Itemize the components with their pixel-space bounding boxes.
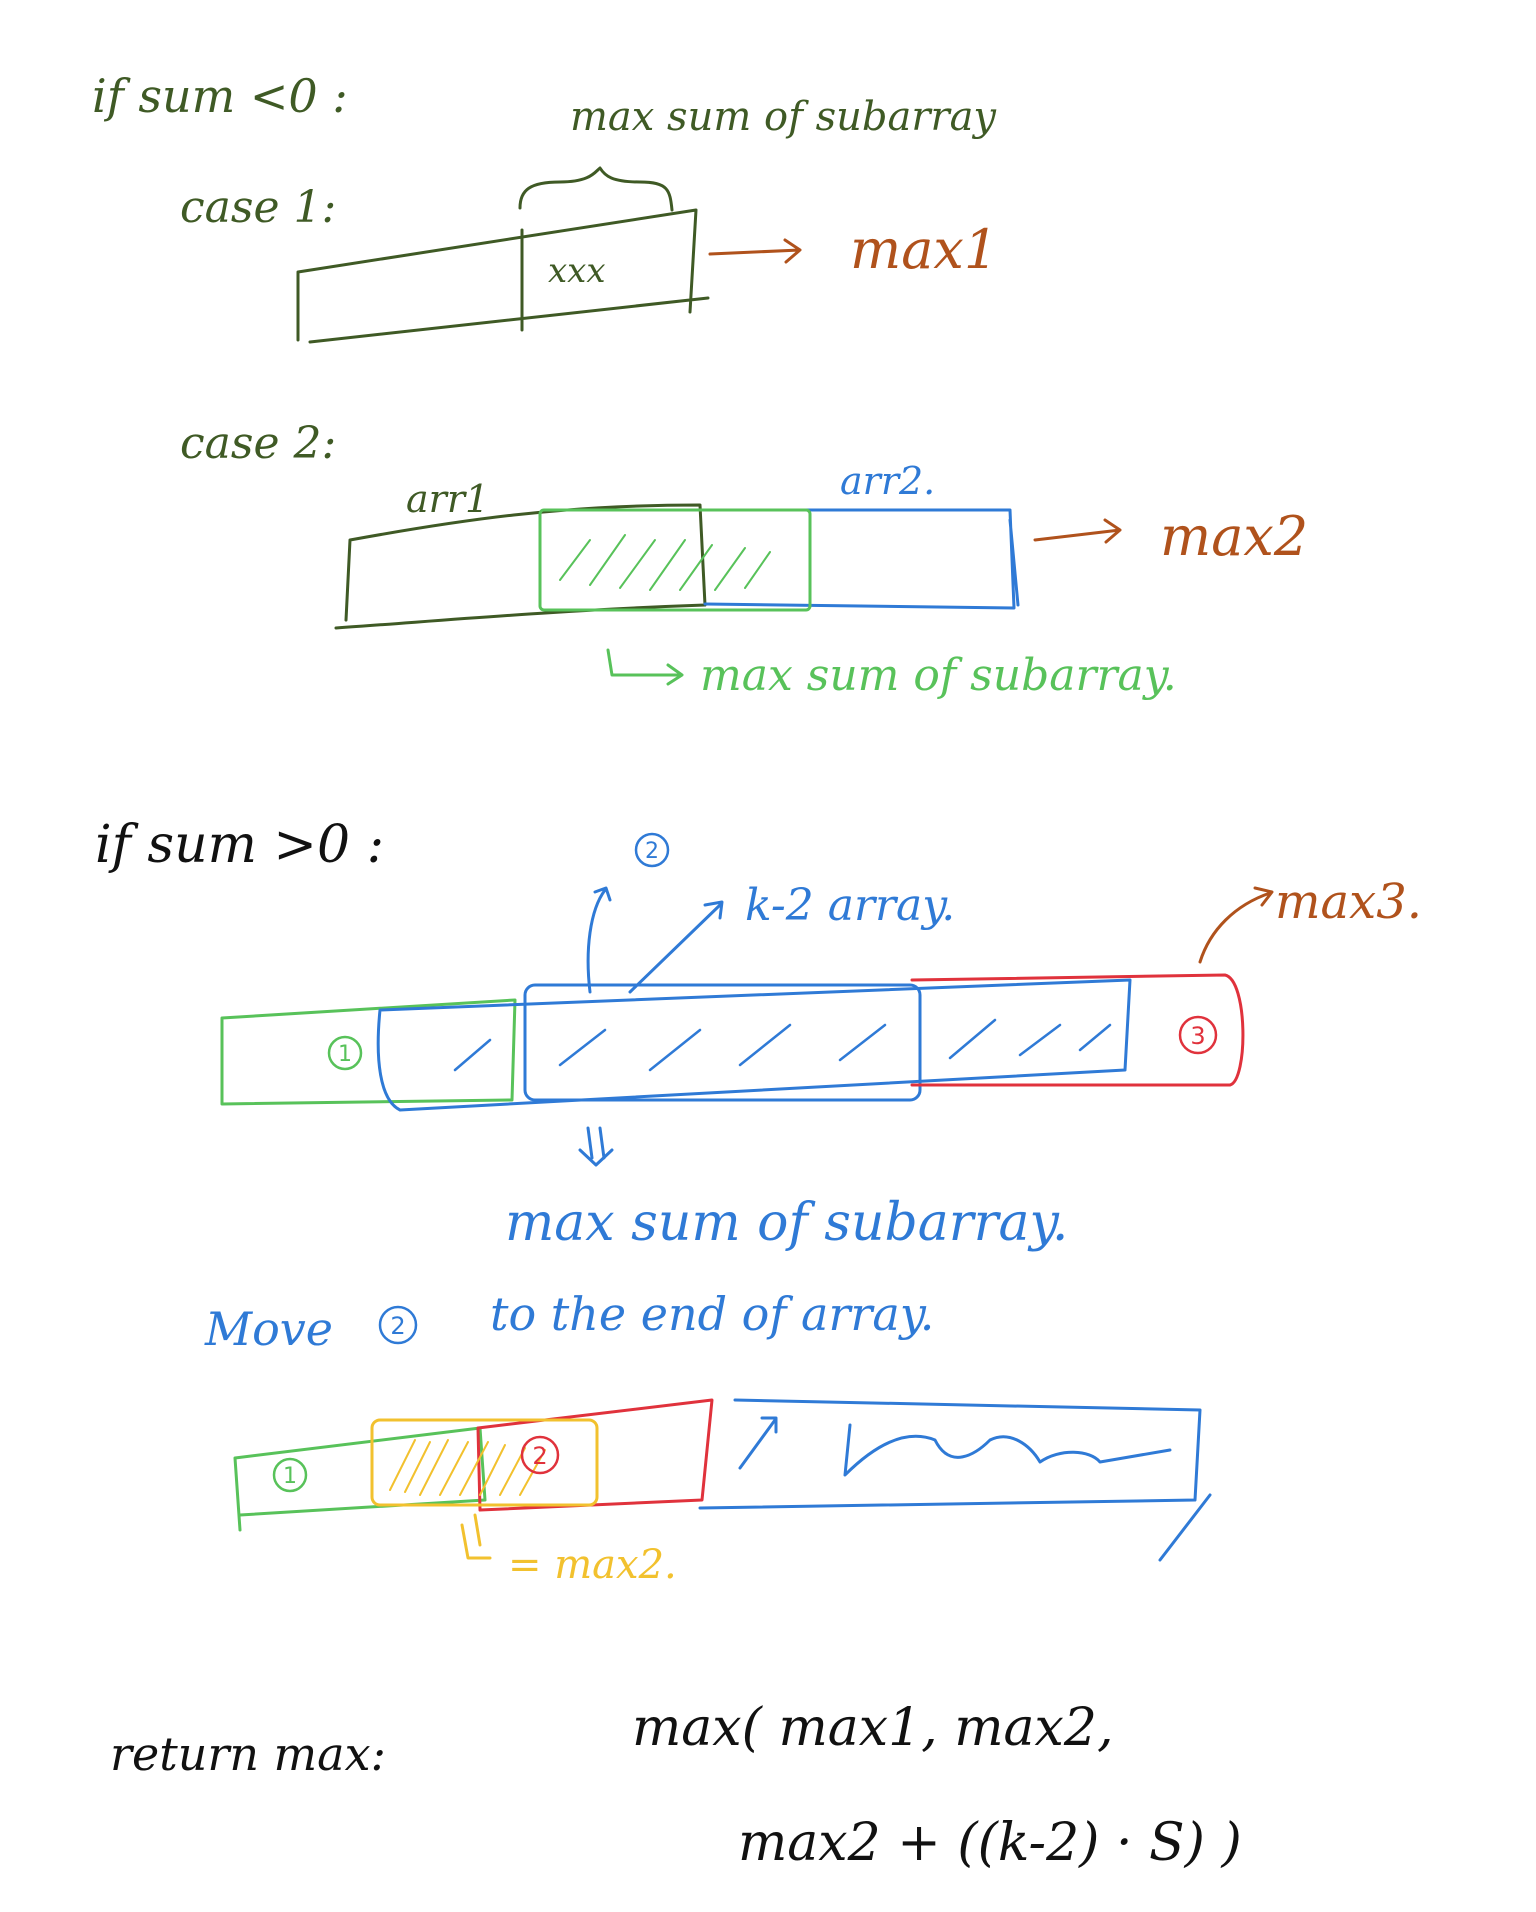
window-hatch xyxy=(453,1018,1112,1072)
b-down-arrow xyxy=(460,1513,492,1560)
case1-label: case 1: xyxy=(180,182,336,233)
b-circle-1 xyxy=(272,1457,308,1493)
final-return-label: return max: xyxy=(110,1727,386,1781)
circle-1 xyxy=(327,1035,363,1071)
arr2-label: arr2. xyxy=(840,459,935,503)
note-max-sum-subarray-case2: max sum of subarray. xyxy=(700,650,1177,701)
case2-hatch xyxy=(559,534,771,591)
b-circle-2-number: 2 xyxy=(532,1442,547,1470)
final-line-1: max( max1, max2, xyxy=(632,1698,1113,1758)
circle-2-top xyxy=(634,832,670,868)
b-segment-blue xyxy=(698,1398,1212,1562)
segment-green-1 xyxy=(220,998,517,1106)
arr1-label: arr1 xyxy=(406,477,489,521)
case2-array2 xyxy=(698,508,1020,610)
case1-cells: xxx xyxy=(548,251,606,291)
note-max-sum-subarray-top: max sum of subarray xyxy=(570,94,997,140)
window-k2-box xyxy=(523,983,922,1102)
down-arrow-to-note xyxy=(578,1126,614,1167)
brace-max-subarray xyxy=(518,166,674,212)
max3-arrow xyxy=(1198,886,1274,964)
move-circle-2 xyxy=(378,1305,418,1345)
segment-red-3 xyxy=(910,973,1245,1087)
segment-blue-array xyxy=(376,978,1132,1112)
heading-sum-positive: if sum >0 : xyxy=(95,815,384,875)
case1-arrow xyxy=(708,238,802,264)
circle-1-number: 1 xyxy=(338,1042,352,1067)
b-blue-scribble xyxy=(738,1416,1172,1477)
case1-array xyxy=(296,208,710,344)
b-segment-red-2 xyxy=(476,1398,714,1512)
max2-label: max2 xyxy=(1160,505,1308,568)
move-label: Move xyxy=(204,1302,333,1356)
case2-label: case 2: xyxy=(180,418,336,469)
b-circle-2 xyxy=(520,1435,560,1475)
max1-label: max1 xyxy=(850,218,998,281)
eq-max2-label: = max2. xyxy=(508,1542,677,1588)
b-segment-green-1 xyxy=(233,1426,487,1532)
case2-max-subarray-box xyxy=(538,508,812,612)
move-circle-2-number: 2 xyxy=(390,1312,405,1340)
b-yellow-window xyxy=(370,1418,599,1507)
b-circle-1-number: 1 xyxy=(283,1464,297,1489)
case2-arrow xyxy=(1033,518,1122,544)
circle-3 xyxy=(1178,1015,1218,1055)
note-max-sum-subarray-pos: max sum of subarray. xyxy=(505,1193,1068,1253)
max3-label: max3. xyxy=(1275,874,1422,930)
final-line-2: max2 + ((k-2) · S) ) xyxy=(738,1813,1242,1873)
section-final-return: return max: max( max1, max2, max2 + ((k-… xyxy=(110,1698,1242,1873)
b-yellow-scribble xyxy=(389,1439,546,1496)
move-to-end-label: to the end of array. xyxy=(490,1287,934,1341)
section-sum-positive: if sum >0 : 2 k-2 array. max3. 1 3 max s… xyxy=(95,815,1422,1588)
heading-sum-negative: if sum <0 : xyxy=(92,69,348,123)
k2-array-label: k-2 array. xyxy=(745,880,955,931)
section-sum-negative: if sum <0 : max sum of subarray case 1: … xyxy=(92,69,1308,701)
up-arrow-to-window xyxy=(586,886,612,994)
circle-3-number: 3 xyxy=(1190,1022,1205,1050)
circle-2-top-number: 2 xyxy=(645,839,659,864)
arrow-to-k2-label xyxy=(628,900,724,994)
case2-note-arrow xyxy=(606,648,684,686)
